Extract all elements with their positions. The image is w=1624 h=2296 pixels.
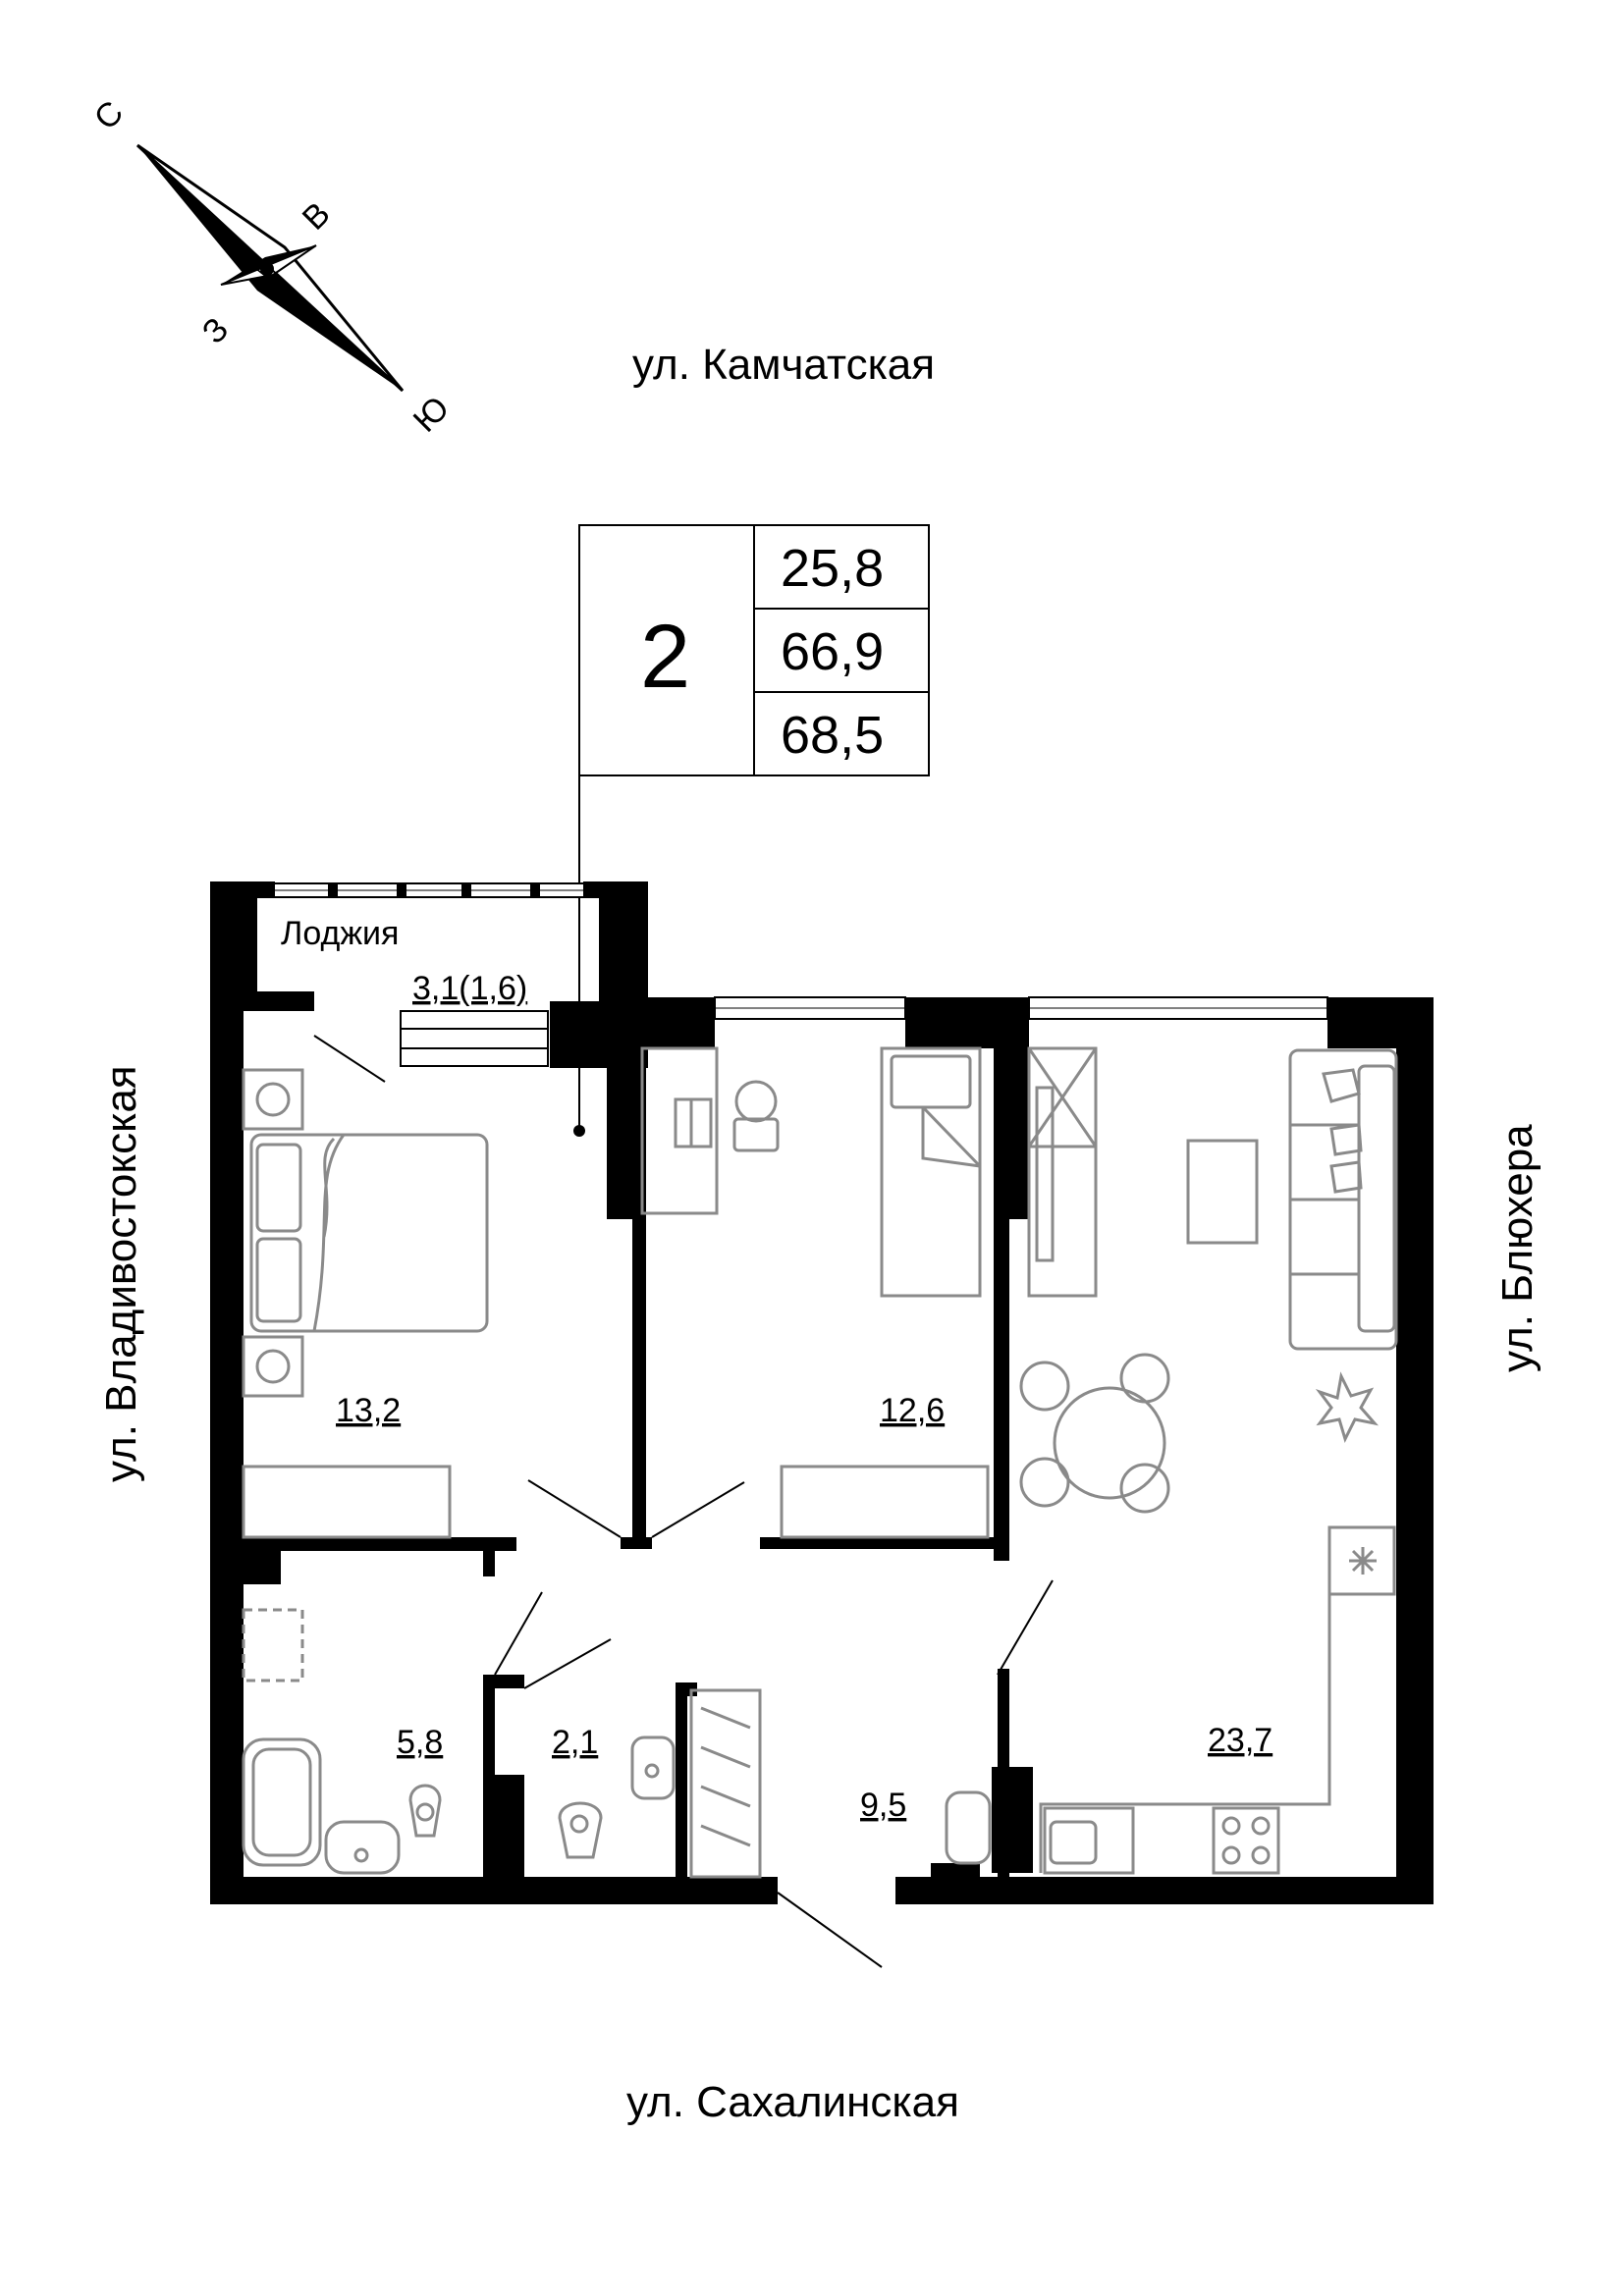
walls [210, 881, 1434, 1904]
compass-rose: С В З Ю [87, 94, 457, 440]
loggia-area-label: 3,1(1,6) [412, 970, 527, 1007]
compass-west-label: З [195, 310, 236, 350]
street-label-left: ул. Владивостокская [97, 1065, 145, 1482]
compass-south-label: Ю [406, 390, 457, 440]
compass-east-label: В [296, 195, 338, 238]
loggia-name-label: Лоджия [281, 915, 399, 952]
windows [256, 881, 1328, 1067]
area-summary-table: 2 25,8 66,9 68,5 [573, 524, 930, 1137]
street-label-bottom: ул. Сахалинская [626, 2078, 959, 2126]
hall-area-label: 9,5 [860, 1787, 906, 1824]
room-labels: Лоджия 3,1(1,6) 13,2 12,6 23,7 5,8 2,1 9… [281, 915, 1272, 1824]
bedroom-area-label: 13,2 [336, 1392, 401, 1429]
room-count: 2 [640, 607, 690, 707]
living-area-value: 25,8 [781, 539, 884, 598]
street-label-right: ул. Блюхера [1493, 1124, 1542, 1372]
total-area-value: 66,9 [781, 622, 884, 681]
kitchen-living-area-label: 23,7 [1208, 1722, 1272, 1759]
room2-area-label: 12,6 [880, 1392, 945, 1429]
street-label-top: ул. Камчатская [632, 341, 935, 389]
furniture [242, 1046, 1398, 1879]
bathroom-area-label: 5,8 [397, 1724, 443, 1761]
wc-area-label: 2,1 [552, 1724, 598, 1761]
compass-north-label: С [87, 94, 131, 137]
door-swings [313, 1035, 1054, 1968]
total-with-loggia-value: 68,5 [781, 706, 884, 765]
